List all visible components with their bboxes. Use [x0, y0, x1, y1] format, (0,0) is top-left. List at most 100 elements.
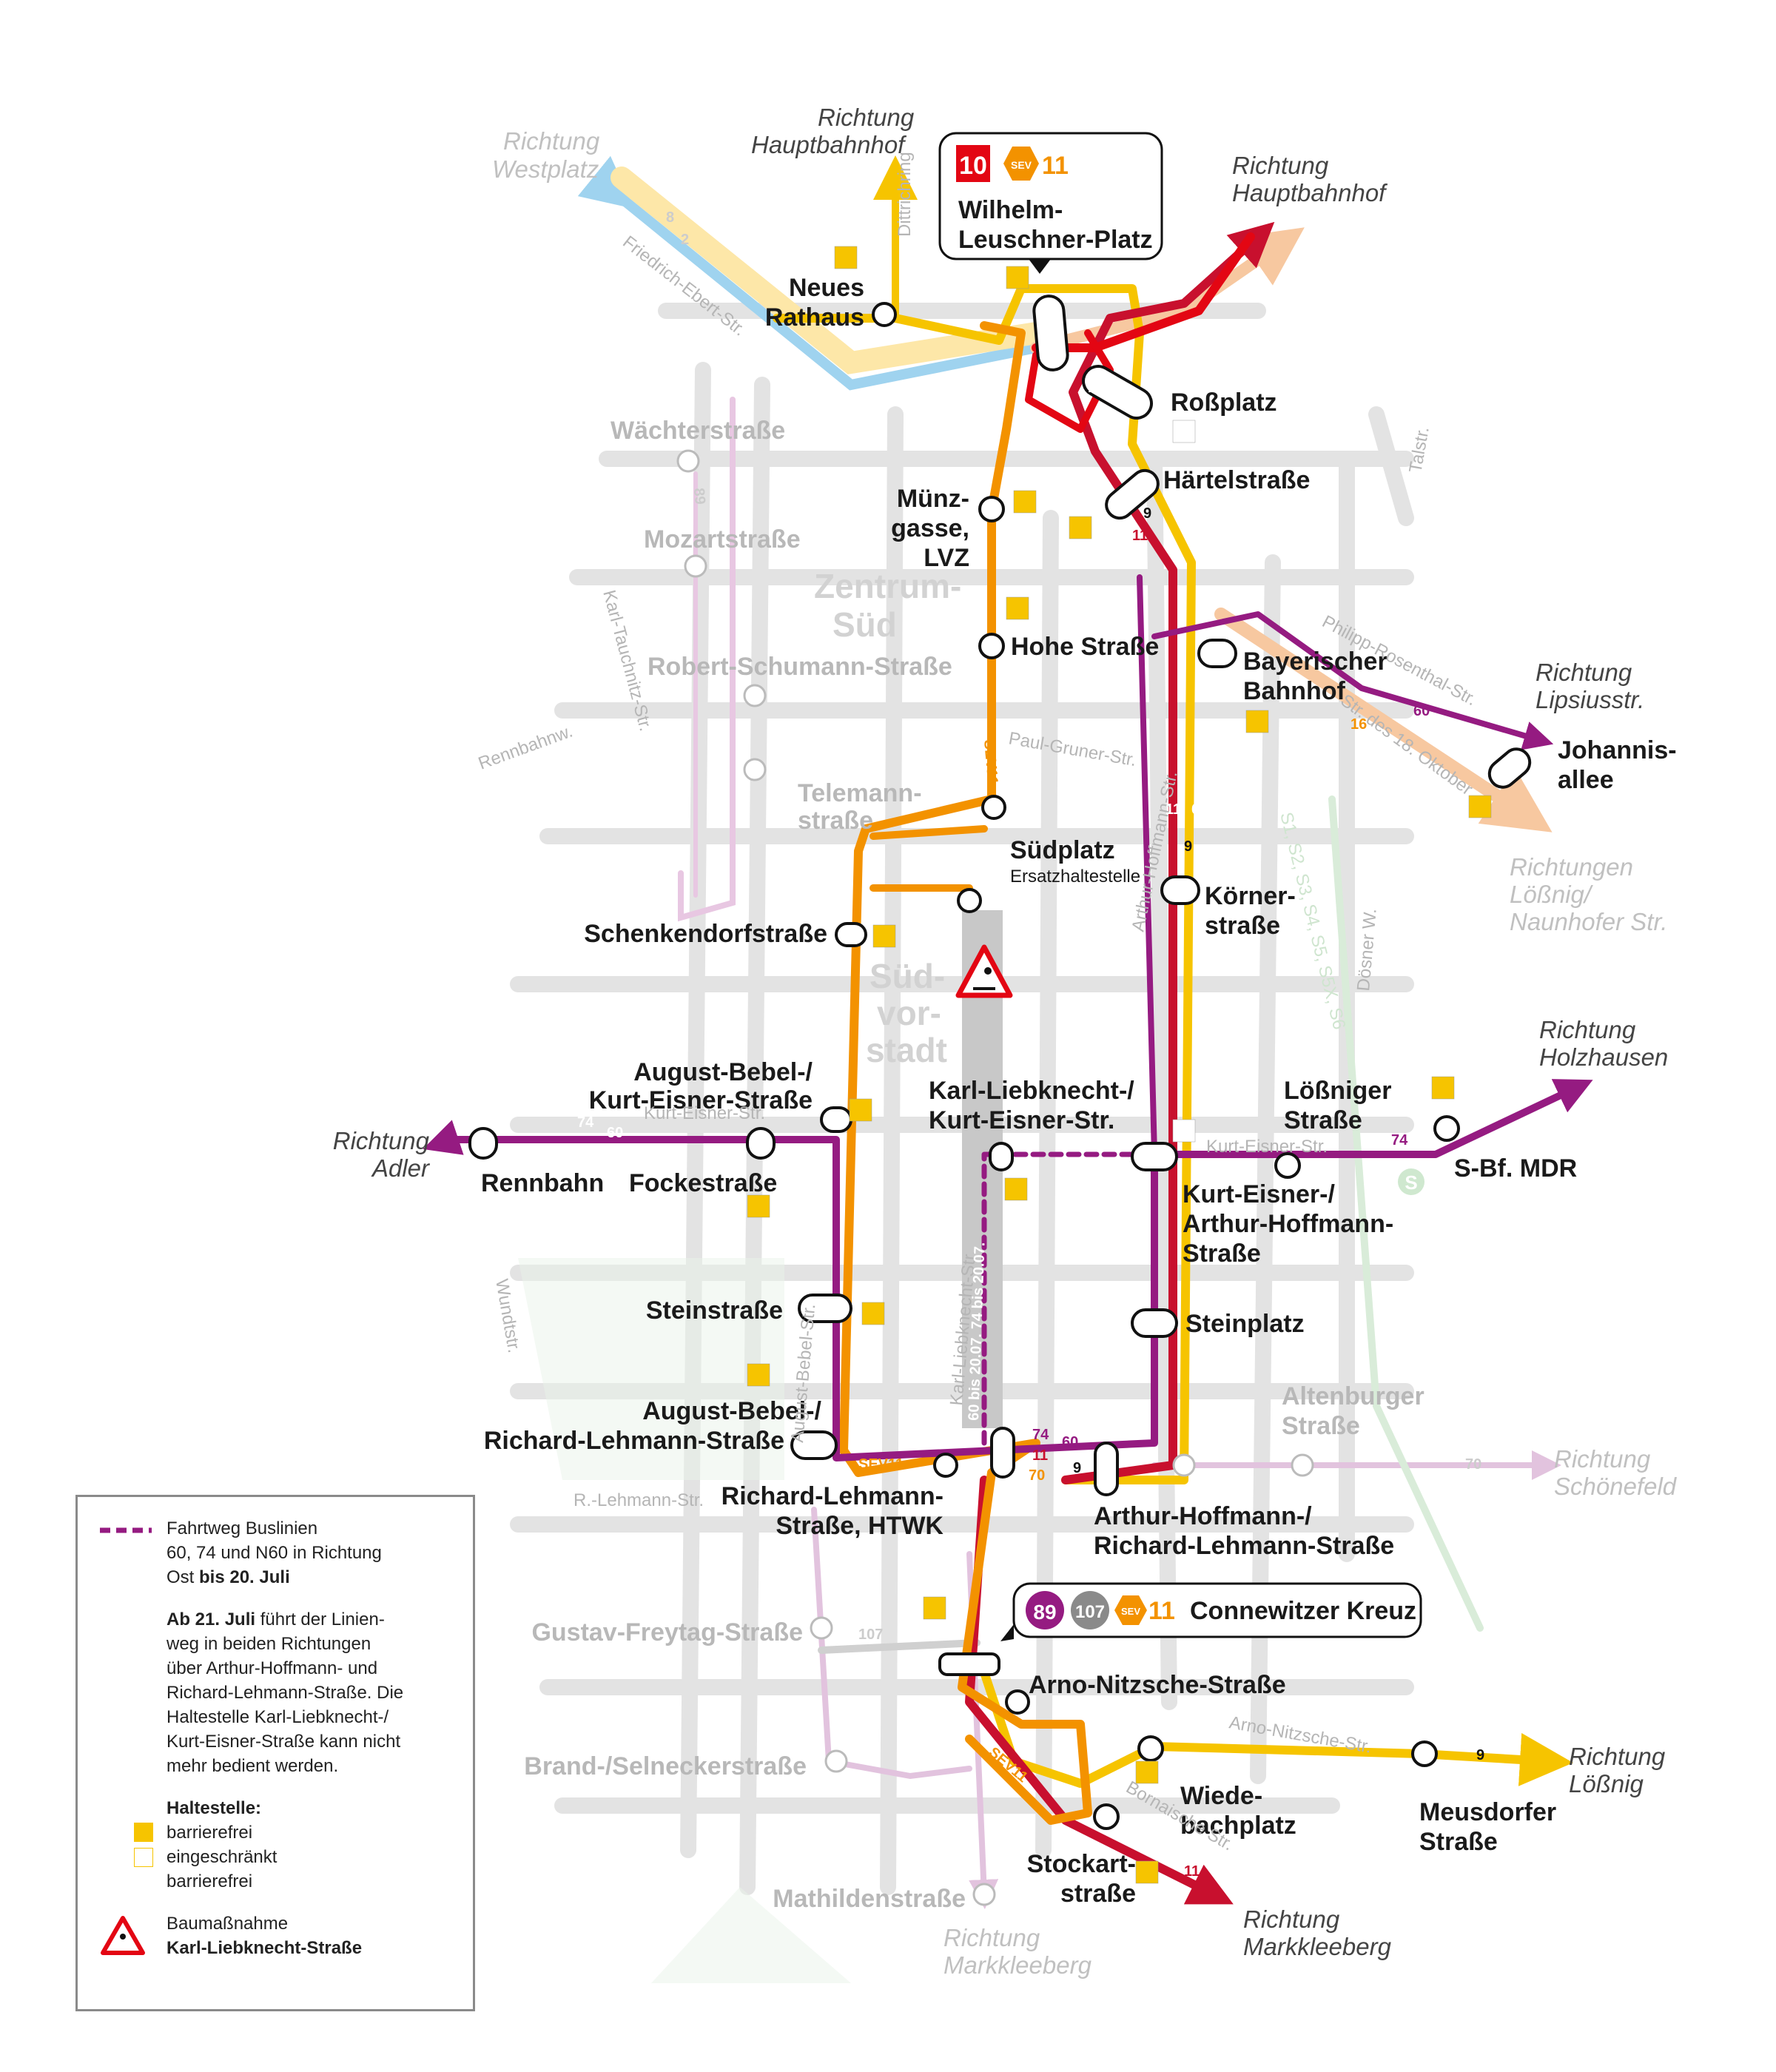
svg-text:60: 60: [1413, 703, 1430, 719]
svg-text:Talstr.: Talstr.: [1405, 426, 1433, 474]
lines: [423, 155, 1593, 1905]
stop-stockart: [1093, 1803, 1120, 1830]
accessible-icon: [134, 1823, 153, 1842]
svg-text:Schönefeld: Schönefeld: [1554, 1473, 1678, 1500]
svg-text:Arthur-Hoffmann-/: Arthur-Hoffmann-/: [1094, 1502, 1312, 1530]
legend-eingeschraenkt-1: eingeschränkt: [166, 1847, 278, 1867]
legend-dash-line2: 60, 74 und N60 in Richtung: [166, 1543, 382, 1563]
svg-text:Hauptbahnhof: Hauptbahnhof: [1232, 179, 1388, 206]
svg-text:Rennbahnw.: Rennbahnw.: [476, 722, 576, 774]
svg-text:Roßplatz: Roßplatz: [1171, 388, 1277, 417]
svg-text:11: 11: [1166, 801, 1181, 818]
svg-text:16: 16: [1350, 716, 1367, 733]
svg-text:Steinstraße: Steinstraße: [646, 1296, 783, 1325]
svg-text:Ersatzhaltestelle: Ersatzhaltestelle: [1010, 867, 1140, 887]
svg-text:Markkleeberg: Markkleeberg: [1243, 1933, 1392, 1960]
svg-text:Bayerischer: Bayerischer: [1243, 648, 1388, 676]
svg-text:allee: allee: [1558, 766, 1614, 794]
svg-text:Paul-Gruner-Str.: Paul-Gruner-Str.: [1007, 728, 1138, 770]
callout-leuschner: 10 SEV 11 Wilhelm- Leuschner-Platz: [938, 132, 1163, 274]
svg-text:Karl-Liebknecht-/: Karl-Liebknecht-/: [929, 1077, 1134, 1105]
svg-text:Arthur-Hoffmann-: Arthur-Hoffmann-: [1183, 1210, 1393, 1238]
stop-rennbahn: [468, 1127, 498, 1160]
legend-note-line: weg in beiden Richtungen: [166, 1634, 371, 1654]
svg-text:August-Bebel-/: August-Bebel-/: [633, 1058, 813, 1086]
district-labels: Zentrum- Süd Süd- vor- stadt: [814, 567, 961, 1069]
svg-text:Richtung: Richtung: [1243, 1906, 1340, 1933]
svg-text:89: 89: [690, 488, 708, 505]
svg-text:Richtung: Richtung: [1232, 152, 1329, 179]
svg-text:Richtung: Richtung: [1554, 1445, 1651, 1473]
svg-text:89: 89: [1033, 1601, 1056, 1624]
stop-august-bebel-kurt: [820, 1106, 852, 1133]
svg-text:74: 74: [1391, 1132, 1408, 1148]
construction-sign-icon: [955, 944, 1013, 998]
legend-bau-title: Baumaßnahme: [166, 1914, 289, 1934]
svg-text:Richtung: Richtung: [333, 1127, 430, 1154]
svg-text:Arno-Nitzsche-Straße: Arno-Nitzsche-Straße: [1029, 1671, 1286, 1699]
svg-text:Richtung: Richtung: [1536, 659, 1632, 686]
svg-text:70: 70: [1029, 1467, 1045, 1484]
stop-sbf-mdr: [1433, 1115, 1460, 1142]
svg-text:Süd-: Süd-: [870, 957, 945, 995]
svg-text:R.-Lehmann-Str.: R.-Lehmann-Str.: [574, 1490, 704, 1510]
legend-stops: Haltestelle: barrierefrei eingeschränkt …: [100, 1796, 451, 1894]
svg-text:Dittrichring: Dittrichring: [895, 152, 915, 237]
svg-text:Härtelstraße: Härtelstraße: [1163, 466, 1310, 494]
svg-text:Lößniger: Lößniger: [1284, 1077, 1391, 1105]
stop-ab-rl: [790, 1430, 838, 1460]
gray-stop-labels: Wächterstraße Mozartstraße Robert-Schuma…: [524, 417, 1424, 1913]
legend-bau-bold: Karl-Liebknecht-Straße: [166, 1938, 363, 1958]
svg-text:Richtung: Richtung: [818, 104, 915, 131]
legend-eingeschraenkt-2: barrierefrei: [166, 1871, 253, 1891]
svg-text:Körner-: Körner-: [1205, 882, 1296, 910]
stop-bayerischer: [1197, 639, 1237, 668]
svg-text:70: 70: [1465, 1456, 1481, 1473]
stop-leuschner: [1032, 295, 1069, 371]
svg-text:Straße: Straße: [1282, 1412, 1360, 1440]
svg-text:Wundtstr.: Wundtstr.: [491, 1277, 524, 1354]
stop-ah-rl: [1094, 1442, 1119, 1496]
svg-text:Mozartstraße: Mozartstraße: [644, 525, 801, 554]
svg-text:Robert-Schumann-Straße: Robert-Schumann-Straße: [648, 653, 952, 681]
svg-text:Rathaus: Rathaus: [765, 303, 864, 332]
legend-note-bold: Ab 21. Juli: [166, 1610, 256, 1629]
svg-text:60: 60: [1191, 801, 1208, 818]
stop-muenzgasse: [978, 496, 1005, 522]
svg-text:Hohe Straße: Hohe Straße: [1011, 633, 1159, 661]
svg-text:S: S: [1405, 1171, 1417, 1194]
s-bahn-icon: S: [1398, 1168, 1424, 1195]
svg-text:Brand-/Selneckerstraße: Brand-/Selneckerstraße: [524, 1752, 807, 1780]
svg-text:107: 107: [1075, 1602, 1105, 1622]
svg-text:vor-: vor-: [877, 994, 941, 1032]
svg-text:Straße: Straße: [1183, 1240, 1261, 1268]
svg-text:74: 74: [577, 1114, 594, 1131]
svg-text:Leuschner-Platz: Leuschner-Platz: [958, 226, 1153, 254]
svg-text:11: 11: [1132, 528, 1148, 544]
stop-ah-rl-2: [990, 1427, 1015, 1479]
legend-note-line: Richard-Lehmann-Straße. Die: [166, 1683, 404, 1703]
svg-text:Münz-: Münz-: [897, 485, 969, 513]
svg-text:10: 10: [1088, 380, 1104, 396]
svg-text:Richtung: Richtung: [1539, 1016, 1636, 1043]
stop-koerner: [1160, 875, 1200, 905]
gray-stops: [676, 449, 1314, 1906]
stops: [468, 295, 1532, 1830]
svg-text:Mathildenstraße: Mathildenstraße: [773, 1885, 966, 1913]
svg-text:Markkleeberg: Markkleeberg: [944, 1951, 1092, 1979]
stop-meusdorfer: [1411, 1740, 1438, 1767]
legend-dashed: Fahrtweg Buslinien 60, 74 und N60 in Ric…: [100, 1516, 451, 1590]
svg-text:9: 9: [1184, 838, 1192, 855]
svg-text:Kurt-Eisner-Str.: Kurt-Eisner-Str.: [644, 1103, 765, 1123]
legend-note-line: Haltestelle Karl-Liebknecht-/: [166, 1707, 389, 1727]
svg-text:Lößnig: Lößnig: [1569, 1770, 1644, 1797]
svg-text:Neues: Neues: [789, 274, 864, 302]
svg-text:Richtungen: Richtungen: [1510, 853, 1633, 881]
svg-text:Wilhelm-: Wilhelm-: [958, 196, 1063, 224]
accessible-icons: [747, 246, 1492, 1884]
svg-text:SEV: SEV: [1121, 1606, 1140, 1617]
svg-text:August-Bebel-/: August-Bebel-/: [642, 1397, 821, 1425]
direction-labels: Richtung Westplatz Richtung Hauptbahnhof…: [333, 104, 1678, 1979]
dashed-line-icon: [100, 1527, 152, 1533]
svg-text:Stockart-: Stockart-: [1027, 1850, 1136, 1878]
